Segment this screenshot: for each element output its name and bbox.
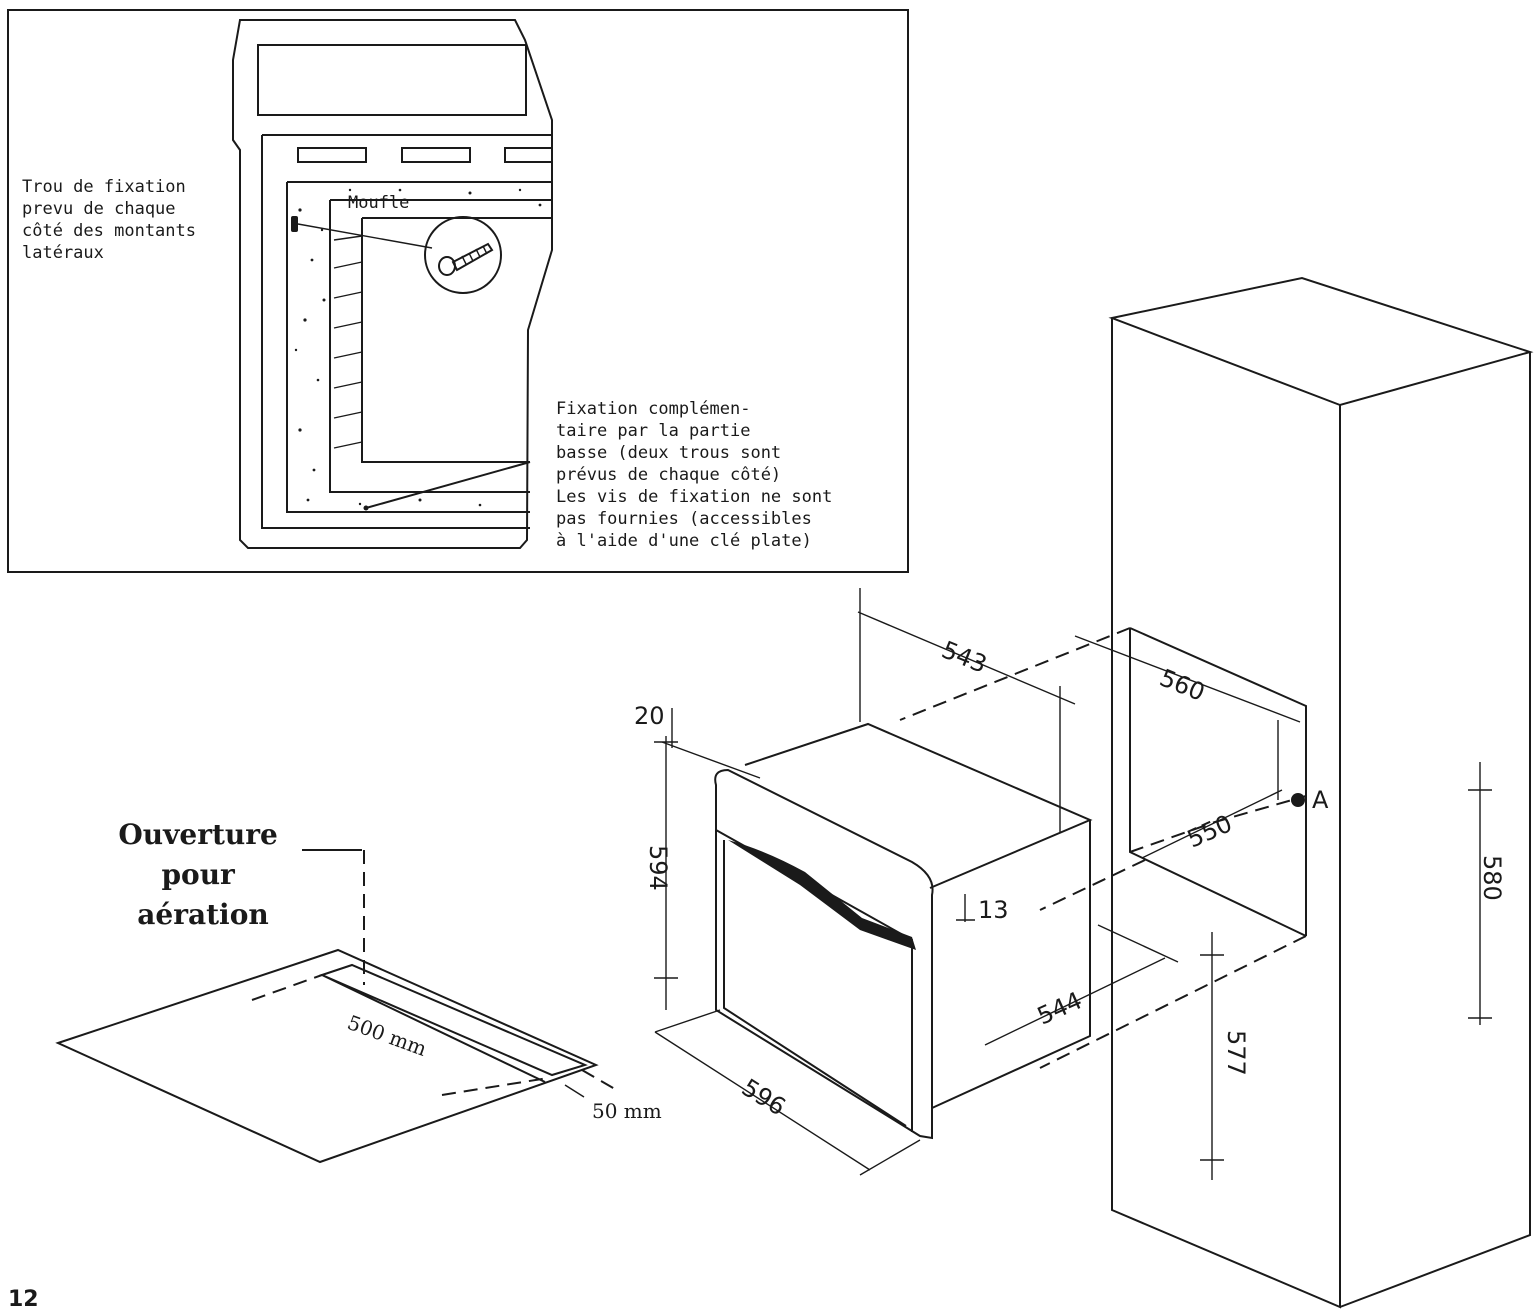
slot-width-label: 50 mm (592, 1099, 662, 1123)
cavity-outer (286, 181, 552, 513)
slot-length-label: 500 mm (344, 1010, 430, 1061)
niche-depth-dash (1039, 859, 1146, 911)
moufle-label: Moufle (348, 193, 409, 213)
door-inner-edge (723, 840, 907, 1127)
air-slot (319, 963, 588, 1083)
hole-leader (297, 223, 433, 249)
cavity-mid (329, 199, 552, 493)
bottom-fixing-leader (365, 461, 531, 509)
oven-right-side (931, 820, 1091, 1109)
fixing-detail-inset: Moufle Trou de fixation prevu de chaque … (7, 9, 909, 573)
dim-height-594: 594 (644, 845, 672, 891)
cabinet-side (1339, 352, 1531, 1308)
dim-depth-543: 543 (938, 636, 991, 679)
dim-depth-560: 560 (1156, 664, 1209, 707)
screw-icon (438, 242, 494, 276)
oven-body (714, 722, 1093, 1140)
niche-top-dash (899, 627, 1131, 721)
door-handle (728, 840, 916, 950)
dim-front-20: 20 (634, 702, 665, 730)
point-a-label: A (1312, 786, 1329, 814)
dim-height-577: 577 (1222, 1030, 1250, 1076)
ventilation-opening: Ouverture pour aération 500 mm 50 mm (55, 818, 662, 1164)
door-frame (261, 134, 552, 529)
dim-gap-13: 13 (978, 896, 1009, 924)
slot-dash-right (581, 1069, 621, 1093)
ventilation-title: Ouverture pour aération (118, 818, 287, 931)
width-tick (564, 1084, 585, 1098)
vent-slot-1 (297, 147, 367, 163)
vent-slot-2 (401, 147, 471, 163)
side-hole-note: Trou de fixation prevu de chaque côté de… (22, 177, 206, 263)
cabinet-floor-plate (55, 948, 599, 1164)
dimension-lines (654, 588, 1492, 1180)
fixing-hole (291, 216, 298, 232)
inset-frame (7, 9, 909, 573)
niche-bottom-dash (1039, 935, 1307, 1069)
oven-front-outline (232, 19, 553, 549)
dim-width-544: 544 (1033, 986, 1086, 1030)
control-panel (257, 44, 527, 116)
slot-dash-left (251, 974, 323, 1001)
bottom-fixing-note: Fixation complémen- taire par la partie … (556, 399, 843, 551)
shelf-rails (333, 235, 363, 449)
oven-top (744, 722, 1093, 889)
page-number: 12 (8, 1287, 39, 1312)
insulation-texture (294, 188, 542, 507)
fixing-point-a (1291, 793, 1305, 807)
vent-slot-3 (504, 147, 553, 163)
niche-opening (1129, 627, 1307, 937)
screw-detail-circle (424, 216, 502, 294)
cabinet-top (1108, 276, 1534, 407)
slot-dash-bottom (441, 1077, 549, 1096)
tall-cabinet: A (899, 276, 1534, 1309)
oven-front-panel (714, 768, 934, 1140)
cabinet-front (1111, 318, 1341, 1309)
dim-height-580: 580 (1478, 855, 1506, 901)
